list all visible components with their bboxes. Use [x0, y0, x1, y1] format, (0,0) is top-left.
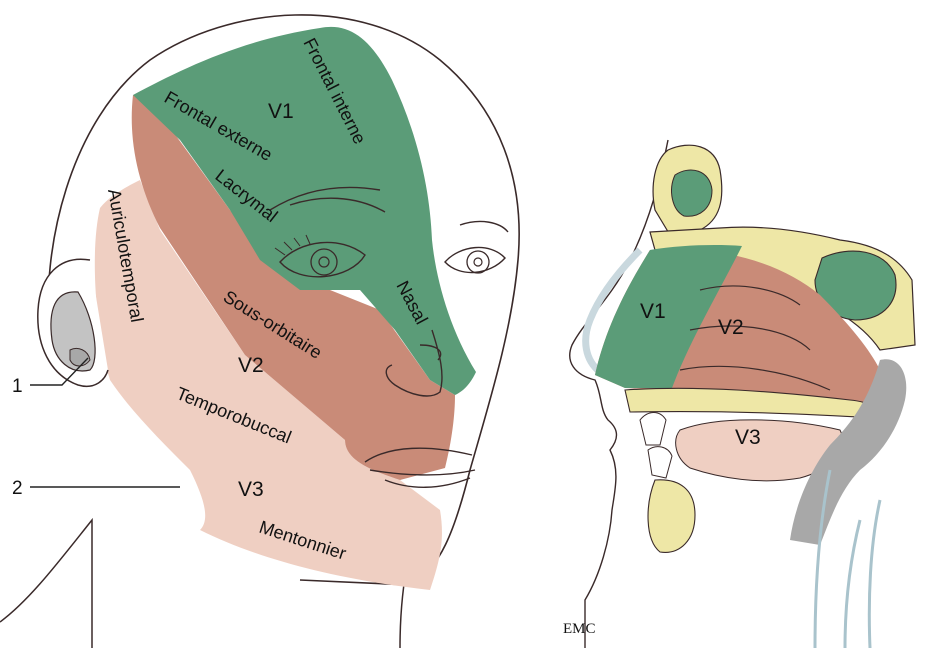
callout-1-number: 1	[12, 376, 23, 397]
publisher-credit: EMC	[563, 621, 596, 637]
lower-teeth	[648, 447, 672, 478]
label-v2-face: V2	[238, 354, 264, 377]
label-v3-face: V3	[238, 478, 264, 501]
face-illustration: V1 V2 V3 Frontal interne Frontal externe…	[0, 15, 519, 648]
callout-2-number: 2	[12, 478, 23, 499]
label-v1-face: V1	[268, 100, 294, 123]
mandible	[648, 480, 695, 553]
label-v3-nasal: V3	[735, 426, 761, 449]
sagittal-illustration: V1 V2 V3	[570, 140, 915, 648]
label-v2-nasal: V2	[718, 316, 744, 339]
upper-teeth	[640, 413, 666, 446]
airway-lines	[815, 470, 880, 648]
label-v1-nasal: V1	[640, 300, 666, 323]
